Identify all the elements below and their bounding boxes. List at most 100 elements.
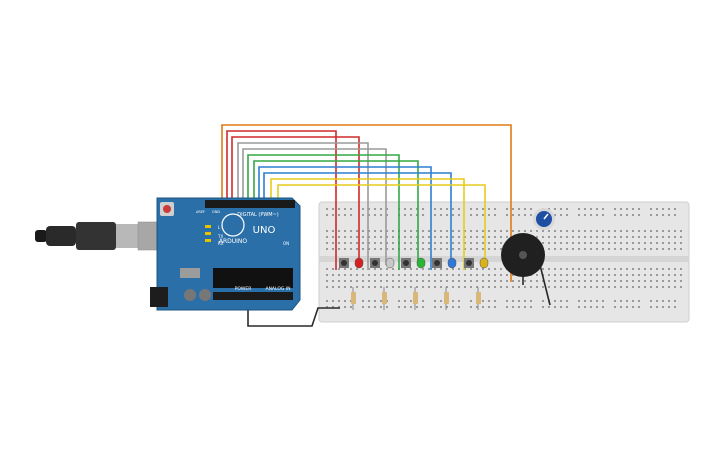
breadboard-hole — [470, 208, 472, 210]
breadboard-hole — [464, 230, 466, 232]
breadboard-hole — [542, 242, 544, 244]
breadboard-hole — [632, 248, 634, 250]
breadboard-hole — [398, 306, 400, 308]
breadboard-hole — [440, 214, 442, 216]
breadboard-hole — [416, 274, 418, 276]
breadboard-hole — [482, 306, 484, 308]
wire-buzzer-lead-2 — [539, 264, 551, 306]
breadboard-hole — [368, 286, 370, 288]
breadboard-hole — [506, 300, 508, 302]
breadboard-hole — [392, 286, 394, 288]
push-button-icon[interactable] — [339, 258, 349, 268]
resistor-icon — [351, 287, 356, 310]
breadboard-hole — [404, 286, 406, 288]
breadboard-hole — [386, 248, 388, 250]
breadboard-hole — [608, 236, 610, 238]
breadboard-hole — [524, 300, 526, 302]
breadboard-hole — [560, 248, 562, 250]
push-button-icon[interactable] — [370, 258, 380, 268]
breadboard-hole — [476, 248, 478, 250]
breadboard-hole — [650, 268, 652, 270]
breadboard-hole — [626, 280, 628, 282]
breadboard-hole — [338, 300, 340, 302]
breadboard-hole — [596, 280, 598, 282]
breadboard-hole — [560, 274, 562, 276]
breadboard-hole — [332, 274, 334, 276]
breadboard-hole — [392, 236, 394, 238]
breadboard-hole — [452, 286, 454, 288]
breadboard-hole — [356, 286, 358, 288]
digital-label: DIGITAL (PWM~) — [237, 212, 279, 218]
breadboard-hole — [326, 274, 328, 276]
breadboard-hole — [602, 236, 604, 238]
breadboard-hole — [632, 230, 634, 232]
breadboard-hole — [572, 248, 574, 250]
breadboard-hole — [590, 268, 592, 270]
breadboard-hole — [386, 268, 388, 270]
resistor-icon — [444, 287, 449, 310]
breadboard-hole — [662, 280, 664, 282]
breadboard-hole — [644, 230, 646, 232]
breadboard-hole — [560, 286, 562, 288]
breadboard-hole — [476, 214, 478, 216]
breadboard-hole — [428, 274, 430, 276]
breadboard-hole — [584, 306, 586, 308]
breadboard-hole — [332, 230, 334, 232]
breadboard-hole — [626, 242, 628, 244]
breadboard-hole — [476, 274, 478, 276]
breadboard-hole — [614, 236, 616, 238]
breadboard-hole — [662, 230, 664, 232]
breadboard-hole — [344, 268, 346, 270]
breadboard-hole — [386, 214, 388, 216]
breadboard-hole — [362, 208, 364, 210]
breadboard-hole — [584, 268, 586, 270]
breadboard-hole — [584, 236, 586, 238]
breadboard-hole — [578, 230, 580, 232]
breadboard-hole — [626, 236, 628, 238]
breadboard-hole — [680, 286, 682, 288]
breadboard-hole — [368, 306, 370, 308]
breadboard-hole — [404, 230, 406, 232]
breadboard-hole — [398, 280, 400, 282]
breadboard-hole — [554, 208, 556, 210]
push-button-icon[interactable] — [401, 258, 411, 268]
breadboard-hole — [482, 242, 484, 244]
breadboard-hole — [446, 280, 448, 282]
breadboard-hole — [494, 280, 496, 282]
breadboard-hole — [614, 300, 616, 302]
led-blue — [447, 257, 457, 269]
breadboard-hole — [410, 280, 412, 282]
breadboard-hole — [374, 236, 376, 238]
breadboard-hole — [374, 248, 376, 250]
breadboard-hole — [572, 280, 574, 282]
push-button-icon[interactable] — [464, 258, 474, 268]
breadboard-hole — [494, 274, 496, 276]
breadboard-hole — [512, 306, 514, 308]
breadboard-hole — [650, 286, 652, 288]
breadboard-hole — [356, 268, 358, 270]
push-button-icon[interactable] — [432, 258, 442, 268]
breadboard-hole — [632, 268, 634, 270]
breadboard-hole — [506, 208, 508, 210]
breadboard-hole — [350, 236, 352, 238]
breadboard-hole — [428, 230, 430, 232]
breadboard-hole — [344, 274, 346, 276]
breadboard-hole — [428, 242, 430, 244]
breadboard-hole — [668, 214, 670, 216]
breadboard-hole — [476, 230, 478, 232]
breadboard-hole — [422, 236, 424, 238]
breadboard-hole — [482, 230, 484, 232]
breadboard-hole — [422, 280, 424, 282]
breadboard-hole — [350, 286, 352, 288]
breadboard-hole — [380, 242, 382, 244]
pin-aref-label: AREF — [196, 210, 205, 214]
breadboard-hole — [482, 248, 484, 250]
breadboard-hole — [476, 208, 478, 210]
breadboard-hole — [632, 306, 634, 308]
breadboard-hole — [566, 230, 568, 232]
breadboard-hole — [506, 274, 508, 276]
breadboard-hole — [554, 242, 556, 244]
breadboard-hole — [554, 230, 556, 232]
breadboard-hole — [488, 208, 490, 210]
breadboard-hole — [614, 230, 616, 232]
